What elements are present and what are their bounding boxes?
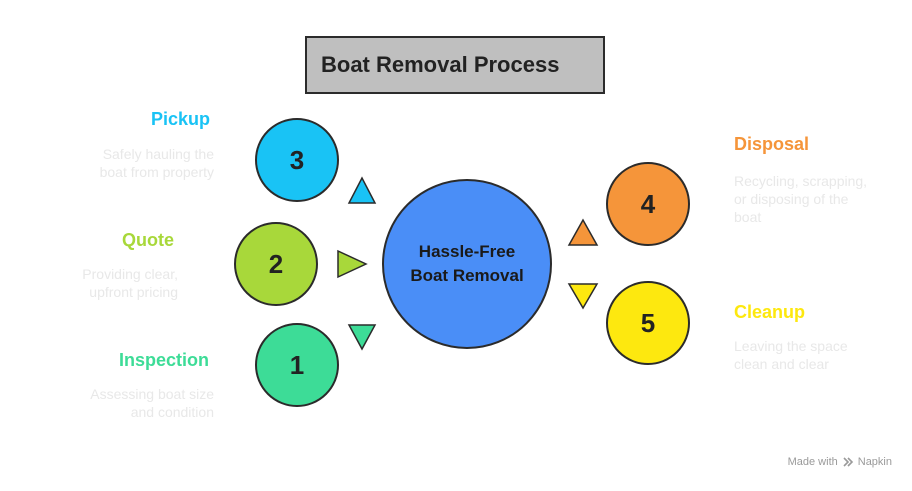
arrow-quote	[337, 249, 368, 279]
step-desc-quote-line1: Providing clear,	[82, 266, 178, 282]
step-number-pickup: 3	[290, 145, 304, 175]
step-desc-cleanup: Leaving the space clean and clear	[734, 337, 848, 373]
step-circle-pickup	[255, 118, 339, 202]
step-title-inspection: Inspection	[118, 350, 209, 370]
step-number-cleanup: 5	[641, 308, 655, 338]
step-desc-cleanup-line2: clean and clear	[734, 356, 829, 372]
arrow-inspection	[347, 324, 377, 351]
step-title-pickup: Pickup	[150, 109, 210, 129]
diagram-title-box: Boat Removal Process	[305, 36, 605, 94]
step-desc-pickup-line2: boat from property	[99, 164, 214, 180]
step-desc-inspection-line2: and condition	[130, 404, 214, 420]
step-desc-inspection-line1: Assessing boat size	[90, 386, 214, 402]
step-desc-disposal-line1: Recycling, scrapping,	[734, 173, 868, 189]
step-desc-disposal-line3: boat	[734, 209, 762, 225]
step-circle-disposal	[606, 162, 690, 246]
step-number-inspection: 1	[290, 350, 304, 380]
step-number-disposal: 4	[641, 189, 656, 219]
step-desc-disposal-line2: or disposing of the	[734, 191, 849, 207]
step-desc-quote-line2: upfront pricing	[89, 284, 178, 300]
watermark-brand: Napkin	[857, 456, 892, 468]
step-number-quote: 2	[269, 249, 283, 279]
watermark-prefix: Made with	[787, 456, 838, 468]
watermark: Made with Napkin	[788, 456, 892, 468]
arrow-disposal	[567, 218, 599, 246]
step-desc-disposal: Recycling, scrapping, or disposing of th…	[734, 172, 867, 226]
step-desc-quote: Providing clear, upfront pricing	[82, 265, 178, 301]
step-title-disposal: Disposal	[734, 134, 810, 154]
step-desc-inspection: Assessing boat size and condition	[90, 385, 214, 421]
diagram-title: Boat Removal Process	[321, 52, 560, 77]
step-desc-pickup: Safely hauling the boat from property	[100, 145, 214, 181]
step-desc-pickup-line1: Safely hauling the	[102, 146, 214, 162]
center-label-line1: Hassle-Free	[419, 242, 515, 261]
arrow-cleanup	[567, 283, 599, 310]
center-circle	[382, 179, 552, 349]
step-title-quote: Quote	[122, 230, 174, 250]
napkin-logo-icon	[843, 457, 853, 467]
step-circle-cleanup	[606, 281, 690, 365]
step-circle-inspection	[255, 323, 339, 407]
step-title-cleanup: Cleanup	[734, 302, 806, 322]
center-label-line2: Boat Removal	[410, 266, 523, 285]
step-desc-cleanup-line1: Leaving the space	[734, 338, 848, 354]
arrow-pickup	[347, 176, 377, 204]
step-circle-quote	[234, 222, 318, 306]
